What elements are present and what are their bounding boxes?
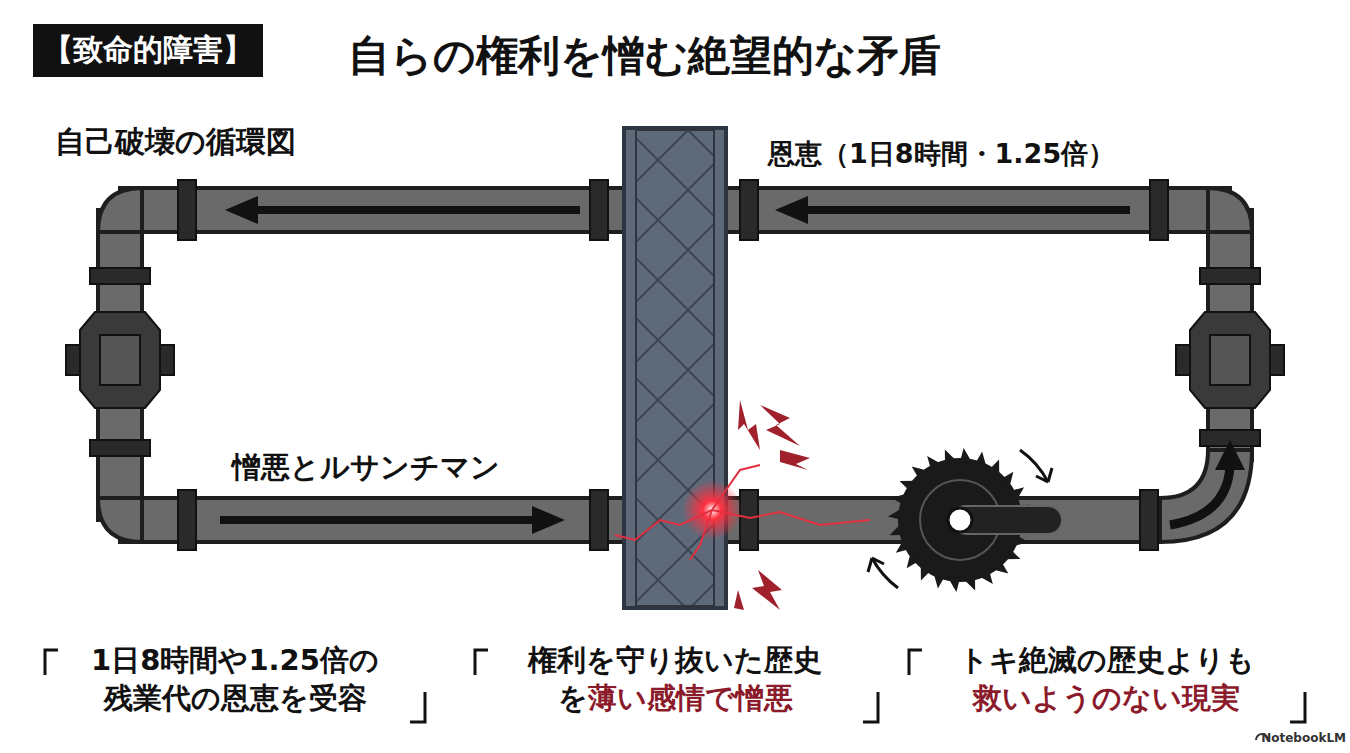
saw-tooth xyxy=(907,551,919,568)
saw-tooth xyxy=(975,451,987,468)
caption-text: 権利を守り抜いた歴史 xyxy=(528,643,822,677)
saw-tooth xyxy=(921,563,931,581)
caption-text: 1日8時間や1.25倍の 残業代の恩恵を受容 xyxy=(91,643,379,715)
caption: 権利を守り抜いた歴史を薄い感情で憎悪 xyxy=(490,642,860,717)
saw-tooth xyxy=(1001,472,1013,489)
saw-tooth xyxy=(960,448,973,463)
flow-label: 憎悪とルサンチマン xyxy=(232,448,500,488)
saw-tooth xyxy=(900,481,918,491)
caption: 1日8時間や1.25倍の 残業代の恩恵を受容 xyxy=(60,642,410,717)
caption-emphasis: 薄い感情で憎悪 xyxy=(588,681,793,715)
caption-text: トキ絶滅の歴史よりも xyxy=(959,643,1255,677)
caption-text: を xyxy=(558,681,588,715)
saw-tooth xyxy=(933,571,945,588)
saw-tooth xyxy=(1011,535,1028,547)
saw-tooth xyxy=(962,576,975,590)
saw-tooth xyxy=(888,507,903,520)
saw-tooth xyxy=(989,460,999,478)
watermark: NotebookLM xyxy=(1261,731,1346,745)
saw-tooth xyxy=(891,493,908,505)
caption: トキ絶滅の歴史よりも救いようのない現実 xyxy=(924,642,1289,717)
saw-tooth xyxy=(1003,549,1021,559)
saw-tooth xyxy=(890,522,904,535)
saw-tooth xyxy=(945,450,958,464)
saw-tooth xyxy=(947,577,960,592)
caption-emphasis: 救いようのない現実 xyxy=(973,681,1240,715)
saw-tooth xyxy=(896,537,910,552)
flow-label: 恩恵（1日8時間・1.25倍） xyxy=(768,136,1115,172)
tag-text: 【致命的障害】 xyxy=(43,32,253,67)
saw-tooth xyxy=(977,570,992,584)
diagram-subtitle: 自己破壊の循環図 xyxy=(55,122,296,163)
saw-tooth xyxy=(991,561,1008,573)
saw-tooth xyxy=(927,456,942,470)
saw-tooth xyxy=(1010,487,1024,502)
tag-box: 【致命的障害】 xyxy=(33,24,263,77)
saw-tooth xyxy=(912,467,929,479)
title: 自らの権利を憎む絶望的な矛盾 xyxy=(348,28,941,84)
